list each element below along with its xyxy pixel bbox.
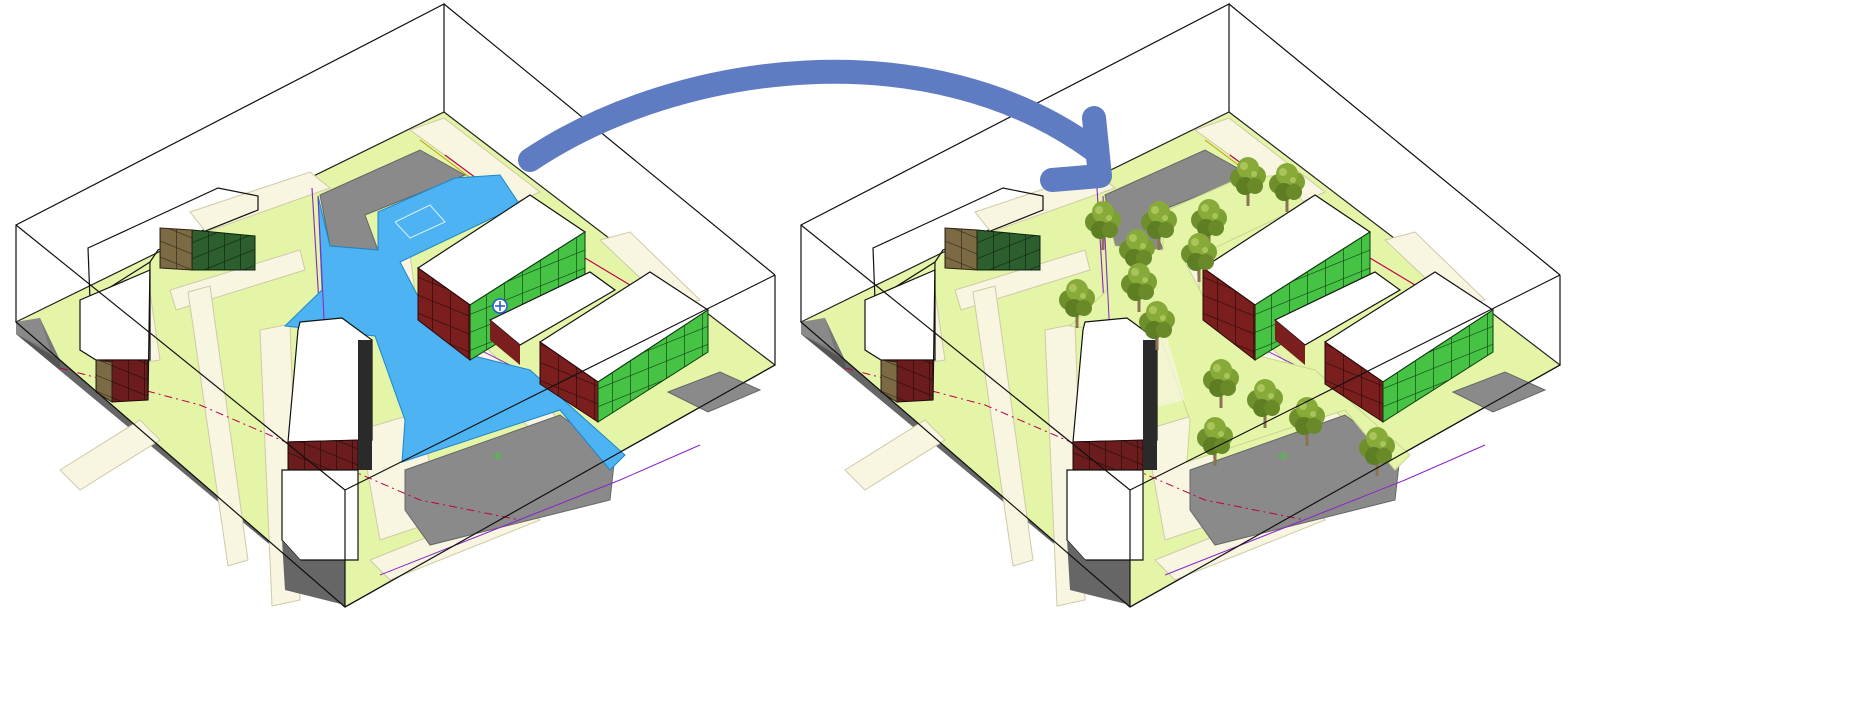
origin-marker [1278,452,1288,460]
site-model-before [15,3,776,608]
selected-plaza-area[interactable] [283,174,626,471]
site-model-after [800,3,1561,608]
curved-arrow-icon [518,59,1112,192]
origin-marker [493,452,503,460]
move-cursor-icon [492,298,508,314]
